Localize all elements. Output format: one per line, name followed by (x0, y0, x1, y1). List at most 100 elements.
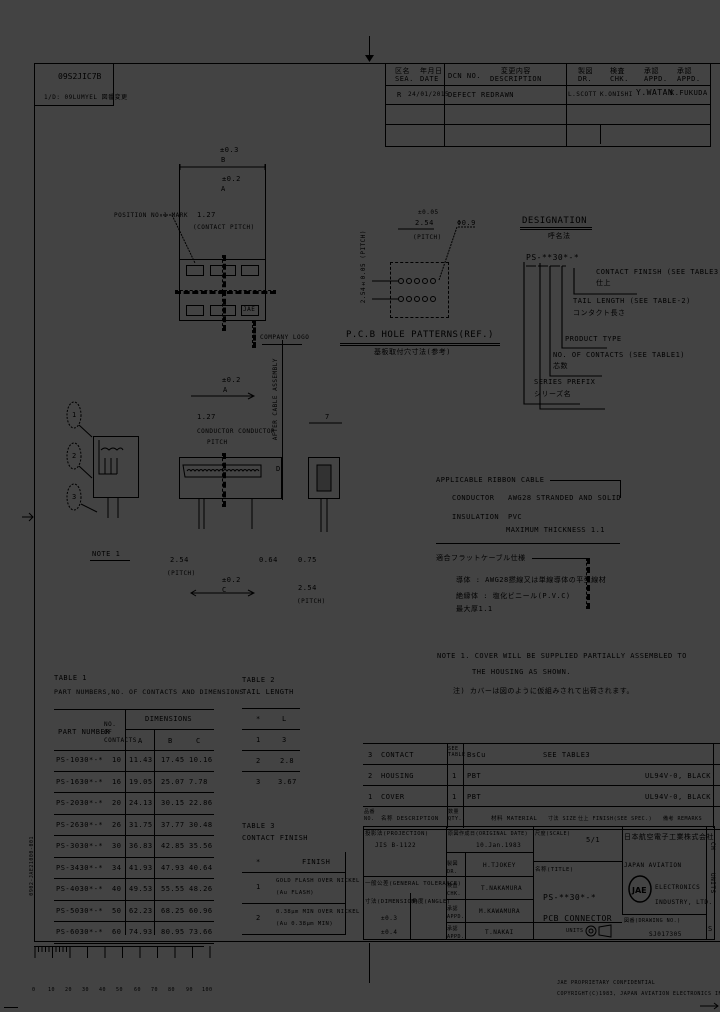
cell-c: 40.64 (189, 863, 213, 872)
appd1-label: 承認 APPD. (447, 906, 465, 920)
front-view-body (179, 457, 282, 499)
bom-table: 3 CONTACT SEE TABLE BsCu SEE TABLE3 2 HO… (363, 743, 720, 830)
designation-leaders (523, 262, 637, 410)
cavity (186, 265, 204, 276)
table1-v2 (154, 729, 155, 935)
ruler-tick-label: 10 (48, 987, 56, 993)
cell-key: 3 (256, 778, 261, 786)
ruler-tick-label: 0 (32, 987, 36, 993)
cell-c: 22.86 (189, 799, 213, 807)
front-c-dim-line (190, 589, 256, 597)
table1-header-part: PART NUMBER (58, 728, 110, 736)
title-block (363, 826, 715, 940)
header-finish: 仕上 FINISH(SEE SPEC.) (578, 816, 653, 822)
rev-row-appd1: Y.WATAN (636, 88, 674, 97)
front-c-label: C (222, 586, 227, 594)
tb-v3 (622, 826, 623, 914)
ruler-tick-label: 40 (99, 987, 107, 993)
designation-item-1-en: CONTACT FINISH (SEE TABLE3) (596, 268, 720, 276)
designation-item-4-ja: 芯数 (553, 362, 568, 370)
dimension-label: 寸法(DIMENSION) (365, 899, 419, 905)
third-angle-projection-icon (585, 924, 612, 938)
ruler-tick-label: 50 (116, 987, 124, 993)
front-c-tol: ±0.2 (222, 576, 241, 584)
tb-v1 (446, 826, 447, 940)
front-dim-d: D (276, 465, 281, 473)
cell-b: 30.15 (161, 799, 185, 807)
end-view-top-dim (309, 422, 342, 424)
designation-underline (520, 227, 592, 228)
dr-value: H.TJOKEY (483, 862, 516, 869)
cell-part: PS-5030*-* (56, 906, 104, 915)
cell-n: 16 (112, 777, 122, 786)
scale-value: 5/1 (586, 836, 601, 844)
cell-desc: HOUSING (381, 772, 415, 780)
top-center-mark (369, 36, 370, 58)
cell-a: 62.23 (129, 906, 153, 915)
end-view-pin-dim: 0.75 (298, 556, 317, 564)
pcb-vertical-dim: 2.54±0.05 (PITCH) (360, 230, 367, 304)
table1-header-b: B (168, 737, 173, 745)
front-a-dim-line (191, 392, 256, 400)
ruler-tick-label: 90 (186, 987, 194, 993)
svg-text:JAE: JAE (631, 886, 647, 895)
top-view-b-label: B (221, 156, 226, 164)
cell-desc: COVER (381, 793, 405, 801)
cell-c: 7.78 (189, 777, 208, 786)
tb-h5 (446, 922, 533, 923)
designation-item-4-en: NO. OF CONTACTS (SEE TABLE1) (553, 351, 686, 359)
ruler-tick-label: 20 (65, 987, 73, 993)
title-part: PS-**30*-* (543, 893, 597, 902)
header-size: 寸法 SIZE (548, 816, 577, 822)
left-center-arrow-icon (22, 512, 34, 522)
cell-b: 17.45 (161, 756, 185, 764)
cable-ja-line-1: 導体 : AWG28撚線又は単線導体の平型線材 (456, 576, 607, 584)
pcb-hole-diameter: Φ0.9 (457, 219, 476, 227)
cable-ja-title-line (532, 558, 587, 559)
side-view-callouts (66, 401, 98, 513)
table1-header-bottom (54, 750, 214, 751)
designation-title-ja: 呼名法 (548, 232, 571, 240)
table1-header-dims: DIMENSIONS (145, 715, 193, 723)
angle-label: 角度(ANGLE) (412, 899, 451, 905)
cell-material: BsCu (467, 751, 486, 759)
front-pitch-label-1: CONDUCTOR CONDUCTOR (197, 428, 276, 435)
after-cable-assembly: AFTER CABLE ASSEMBLY (272, 358, 279, 441)
pcb-tol: ±0.05 (418, 209, 439, 216)
table1-header-c: C (196, 737, 201, 745)
front-pin-pitch-label: (PITCH) (167, 570, 196, 577)
cell-c: 30.48 (189, 820, 213, 829)
note-label-underline (90, 560, 130, 561)
table-row: PS-3030*-* 30 36.83 42.85 35.56 (54, 836, 214, 858)
designation-underline-2 (520, 229, 592, 230)
cell-part: PS-2030*-* (56, 799, 104, 807)
cell-c: 60.96 (189, 906, 213, 915)
ruler-tick-label: 30 (82, 987, 90, 993)
sheet-bottom-border (34, 941, 720, 942)
bottom-center-mark (369, 943, 370, 983)
table3-header: * FINISH (242, 852, 345, 873)
tb-h3 (446, 876, 533, 877)
rev-row-chk: K.ONISHI (600, 91, 633, 98)
cell-a: 49.53 (129, 885, 153, 893)
tb-h1 (363, 876, 446, 877)
appd2-value: T.NAKAI (485, 929, 514, 936)
header-material: 材料 MATERIAL (491, 816, 538, 822)
cell-c: 73.66 (189, 928, 213, 936)
cable-title-line (550, 480, 620, 481)
pcb-title-underline-2 (340, 345, 500, 346)
cell-finish-1: 0.38μm MIN OVER NICKEL (276, 909, 360, 915)
cell-a: 74.93 (129, 928, 153, 936)
company-logo-label: COMPANY LOGO (260, 334, 310, 341)
logo-leader (252, 320, 256, 348)
front-centerline (222, 453, 226, 507)
cell-finish-1: GOLD FLASH OVER NICKEL (276, 878, 360, 884)
title-label: 名称(TITLE) (535, 867, 574, 873)
footer-copyright: COPYRIGHT(C)1983, JAPAN AVIATION ELECTRO… (557, 991, 720, 997)
cell-b: 42.85 (161, 842, 185, 850)
cell-a: 41.93 (129, 863, 153, 872)
top-left-line-1: 09S2JIC7B (58, 72, 102, 81)
table1-header-contacts: NO. OF CONTACTS (104, 721, 137, 744)
cell-c: 48.26 (189, 885, 213, 893)
